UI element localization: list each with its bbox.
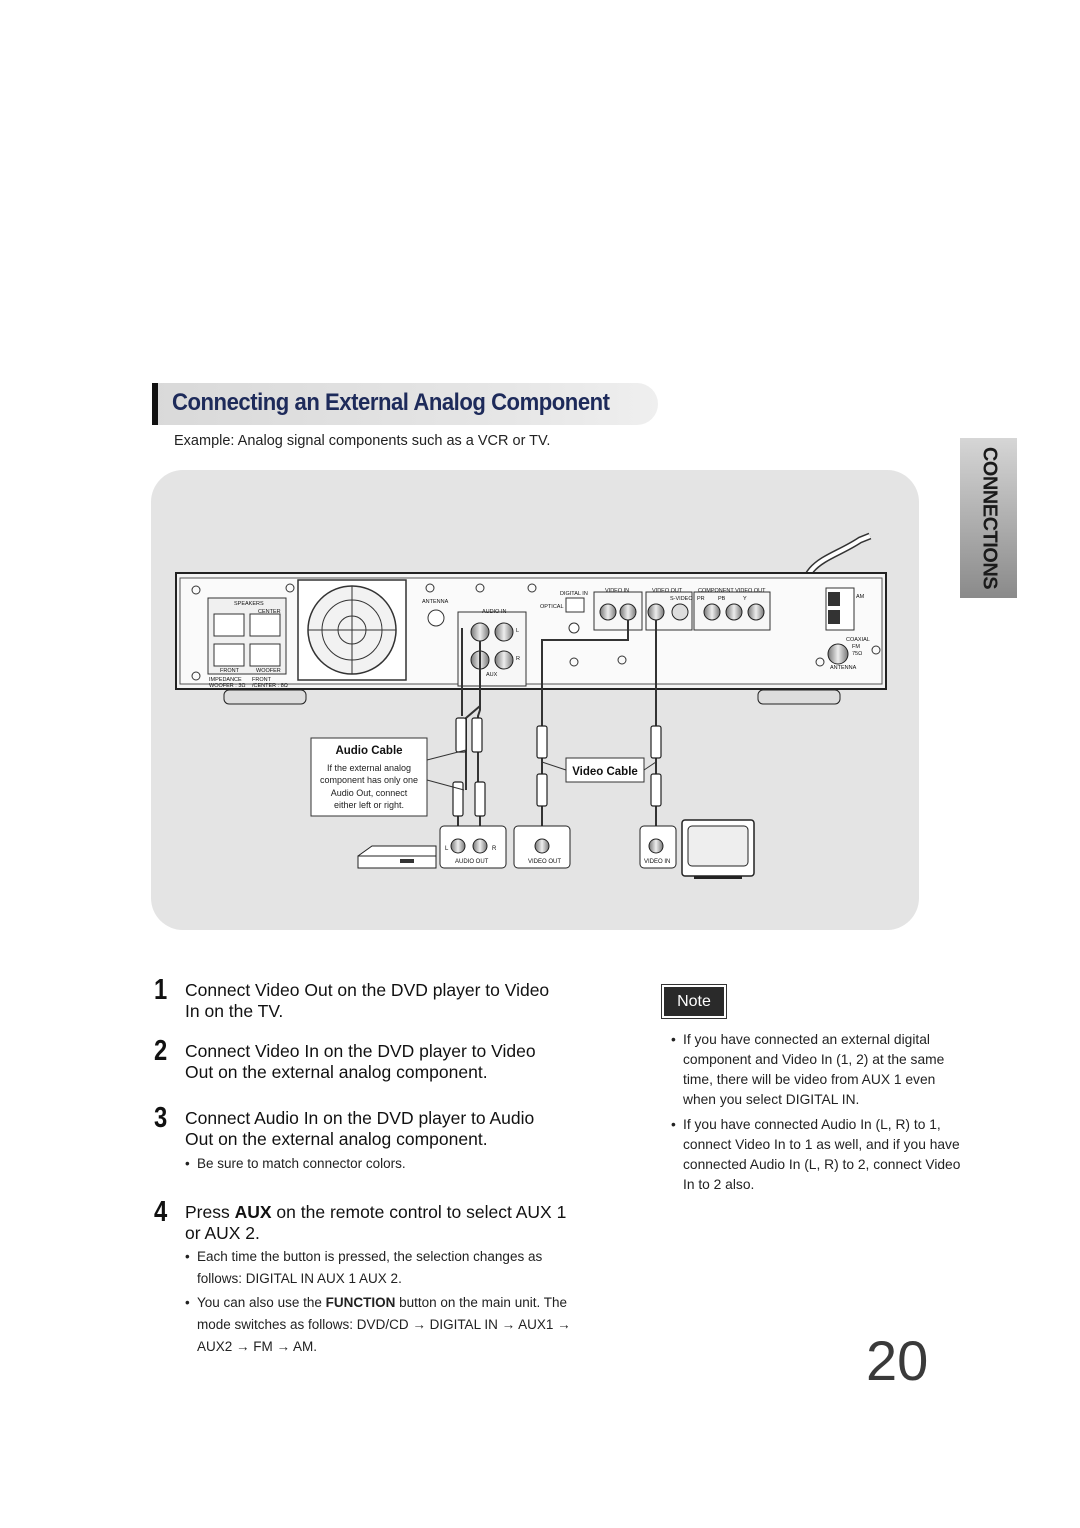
label-pr: PR: [697, 596, 705, 602]
label-impedance-woofer: WOOFER : 3Ω: [209, 683, 246, 689]
label-y: Y: [743, 596, 747, 602]
label-75ohm: 75Ω: [852, 651, 862, 657]
side-tab: CONNECTIONS: [960, 438, 1017, 598]
component-label-l: L: [445, 846, 449, 852]
label-digital-in: DIGITAL IN: [560, 591, 588, 597]
step-1-text: Connect Video Out on the DVD player to V…: [185, 980, 550, 1021]
step-2-number: 2: [154, 1035, 168, 1067]
video-cable-callout: Video Cable: [541, 757, 657, 783]
label-aux: AUX: [486, 672, 498, 678]
label-antenna: ANTENNA: [422, 599, 449, 605]
label-am: AM: [856, 594, 865, 600]
function-button-ref: FUNCTION: [325, 1295, 396, 1310]
audio-cable-line-1: If the external analog: [327, 763, 411, 773]
page-number: 20: [866, 1329, 929, 1392]
section-header-bar: [152, 383, 158, 425]
component-label-video-out: VIDEO OUT: [528, 859, 561, 865]
note-badge: Note: [661, 984, 727, 1019]
example-text: Example: Analog signal components such a…: [174, 433, 551, 449]
audio-cable-title: Audio Cable: [335, 745, 402, 757]
component-audio-out-panel: L R AUDIO OUT: [439, 825, 507, 869]
component-label-r: R: [492, 846, 497, 852]
label-front: FRONT: [220, 668, 240, 674]
label-front-center: FRONT: [252, 677, 272, 683]
note-label: Note: [664, 987, 724, 1016]
step-4-bullet-2: You can also use the FUNCTION button on …: [185, 1292, 577, 1358]
note-item-1: If you have connected an external digita…: [671, 1030, 965, 1110]
audio-cable-line-4: either left or right.: [334, 800, 404, 810]
aux-button-ref: AUX: [234, 1202, 272, 1222]
step-2-text: Connect Video In on the DVD player to Vi…: [185, 1041, 536, 1082]
audio-cable-line-2: component has only one: [320, 775, 418, 785]
tv-label-video-in: VIDEO IN: [644, 859, 670, 865]
label-l: L: [516, 628, 519, 634]
label-s-video: S-VIDEO: [670, 596, 693, 602]
component-label-audio-out: AUDIO OUT: [455, 859, 489, 865]
label-antenna-2: ANTENNA: [830, 665, 857, 671]
step-1-number: 1: [154, 974, 168, 1006]
note-item-2: If you have connected Audio In (L, R) to…: [671, 1115, 965, 1195]
main-unit-back-panel: [175, 572, 887, 705]
tv-video-in-panel: VIDEO IN: [639, 825, 677, 869]
tv-icon: [681, 819, 755, 879]
label-fm: FM: [852, 644, 860, 650]
label-speakers: SPEAKERS: [234, 601, 264, 607]
step-4-bullet-1: Each time the button is pressed, the sel…: [185, 1246, 577, 1290]
label-optical: OPTICAL: [540, 604, 564, 610]
label-video-out: VIDEO OUT: [652, 588, 683, 594]
label-coaxial: COAXIAL: [846, 637, 870, 643]
video-cable-title: Video Cable: [572, 766, 638, 778]
step-4-text: Press AUX on the remote control to selec…: [185, 1202, 567, 1243]
cable-plugs: [452, 717, 662, 817]
audio-cable-line-3: Audio Out, connect: [331, 788, 408, 798]
external-component: [357, 845, 437, 869]
step-3-bullet: Be sure to match connector colors.: [185, 1153, 577, 1175]
step-4-number: 4: [154, 1196, 168, 1228]
section-title: Connecting an External Analog Component: [172, 389, 610, 416]
audio-cable-callout: Audio Cable If the external analog compo…: [310, 737, 467, 817]
label-video-in: VIDEO IN: [605, 588, 629, 594]
step-3-number: 3: [154, 1102, 168, 1134]
label-center: CENTER: [258, 609, 281, 615]
label-r: R: [516, 656, 520, 662]
label-impedance: IMPEDANCE: [209, 677, 242, 683]
section-header: Connecting an External Analog Component: [152, 383, 658, 425]
label-front-center-2: /CENTER : 8Ω: [252, 683, 288, 689]
label-component-video-out: COMPONENT VIDEO OUT: [698, 588, 766, 594]
label-pb: PB: [718, 596, 726, 602]
component-video-out-panel: VIDEO OUT: [513, 825, 571, 869]
step-3-text: Connect Audio In on the DVD player to Au…: [185, 1108, 535, 1149]
label-woofer: WOOFER: [256, 668, 281, 674]
label-audio-in: AUDIO IN: [482, 609, 506, 615]
